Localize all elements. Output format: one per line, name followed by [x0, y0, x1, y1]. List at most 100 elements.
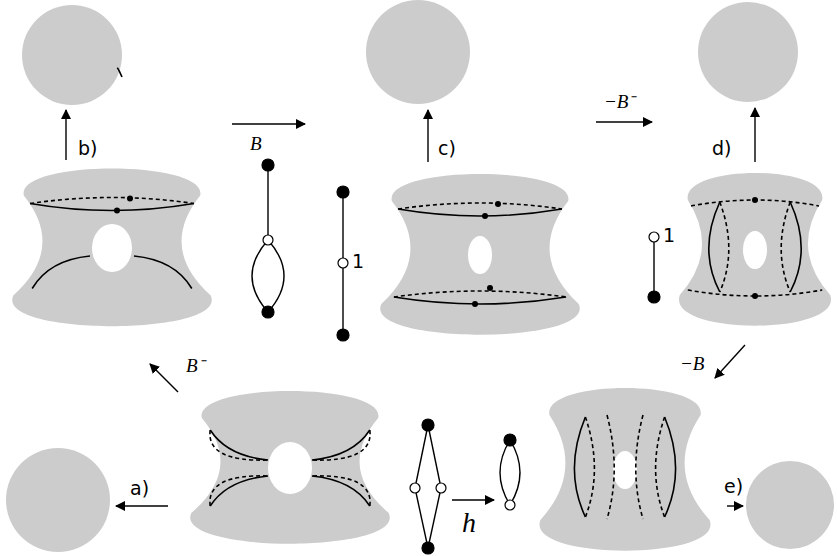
disc-curve: [428, 0, 446, 8]
curve-point: [472, 301, 478, 307]
surface-curve: [312, 476, 370, 506]
graph-edge: [342, 192, 343, 263]
disc-curve: [14, 526, 44, 546]
disc-body: [6, 448, 110, 552]
dual-graph: [337, 186, 349, 341]
disc-curve: [50, 46, 74, 65]
disc-curve: [726, 15, 770, 23]
graph-edge: [415, 488, 428, 548]
graph-edge: [510, 440, 520, 505]
surface-curve: [709, 202, 720, 292]
disc-curve: [14, 454, 44, 472]
surface-body: [190, 391, 390, 544]
disc-curve: [726, 82, 770, 90]
filled-vertex: [262, 306, 274, 318]
disc-curve: [86, 9, 116, 29]
pants-surface: [679, 173, 831, 326]
surface-body: [380, 174, 580, 335]
open-vertex: [410, 483, 420, 493]
disc-curve: [86, 9, 116, 27]
surface-curve: [394, 297, 566, 304]
surface-curve: [210, 476, 268, 506]
disc-curve: [94, 51, 116, 69]
disc-curve: [14, 454, 44, 474]
filled-vertex: [337, 186, 349, 198]
disc-curve: [770, 4, 776, 100]
graph-edge: [428, 488, 441, 548]
figure-label: 1: [352, 251, 364, 272]
disc-body: [366, 0, 470, 104]
surface-curve: [312, 430, 370, 460]
pants-surface: [539, 388, 710, 551]
surface-curve: [134, 256, 192, 289]
surface-curve: [398, 209, 562, 216]
open-vertex: [338, 258, 348, 268]
graph-edge: [653, 237, 654, 297]
dual-graph: [410, 419, 446, 554]
open-vertex: [436, 483, 446, 493]
surface-disc: [22, 5, 122, 105]
disc-body: [698, 2, 798, 102]
graphs: [252, 159, 660, 554]
dual-graph: [648, 232, 660, 303]
disc-curve: [366, 7, 458, 72]
disc-curve: [72, 526, 102, 546]
graph-edge: [342, 263, 343, 335]
surfaces: [12, 169, 831, 551]
graph-edge: [500, 440, 510, 505]
surface-curve: [210, 430, 268, 460]
map-arrow: [754, 108, 755, 162]
open-vertex: [263, 235, 273, 245]
surface-disc: [6, 448, 110, 552]
figure-label: −B: [680, 354, 704, 375]
disc-curve: [736, 32, 762, 53]
figure-label: −B⁻: [604, 92, 634, 113]
disc-curve: [742, 4, 748, 34]
disc-curve: [746, 491, 762, 512]
map-arrow: [727, 505, 743, 506]
graph-edge: [267, 165, 268, 240]
disc-curve: [423, 22, 468, 46]
discs: [6, 0, 834, 552]
surface-hole: [613, 451, 637, 489]
surface-curve: [665, 417, 676, 517]
map-arrow: [65, 110, 66, 160]
disc-curve: [776, 475, 785, 535]
filled-vertex: [422, 419, 434, 431]
filled-vertex: [337, 329, 349, 341]
map-arrow: [232, 123, 305, 124]
surface-curve: [398, 203, 562, 209]
surface-curve: [574, 417, 585, 517]
surface-curve: [312, 476, 370, 506]
figure-label: d): [712, 138, 731, 159]
filled-vertex: [262, 159, 274, 171]
pants-surface: [190, 391, 390, 544]
surface-hole: [268, 442, 312, 494]
surface-body: [539, 388, 710, 551]
dual-graph: [252, 159, 284, 318]
surface-curve: [656, 417, 665, 517]
graph-edge: [428, 425, 441, 488]
disc-curve: [752, 52, 754, 102]
surface-hole: [92, 224, 132, 272]
surface-body: [12, 169, 212, 327]
map-arrow: [150, 364, 178, 392]
dual-graph: [500, 434, 520, 510]
filled-vertex: [504, 434, 516, 446]
surface-curve: [636, 415, 643, 519]
curve-point: [487, 285, 493, 291]
surface-disc: [366, 0, 470, 104]
disc-curve: [28, 9, 58, 29]
surface-curve: [394, 291, 566, 297]
disc-curve: [72, 528, 102, 546]
disc-curve: [28, 9, 58, 27]
surface-curve: [210, 430, 268, 460]
disc-curve: [14, 528, 44, 546]
surface-curve: [585, 417, 594, 517]
filled-vertex: [422, 542, 434, 554]
figure-label: b): [78, 138, 97, 159]
disc-curve: [768, 465, 773, 545]
map-arrow: [452, 499, 494, 500]
figure-label: 1: [663, 225, 675, 246]
